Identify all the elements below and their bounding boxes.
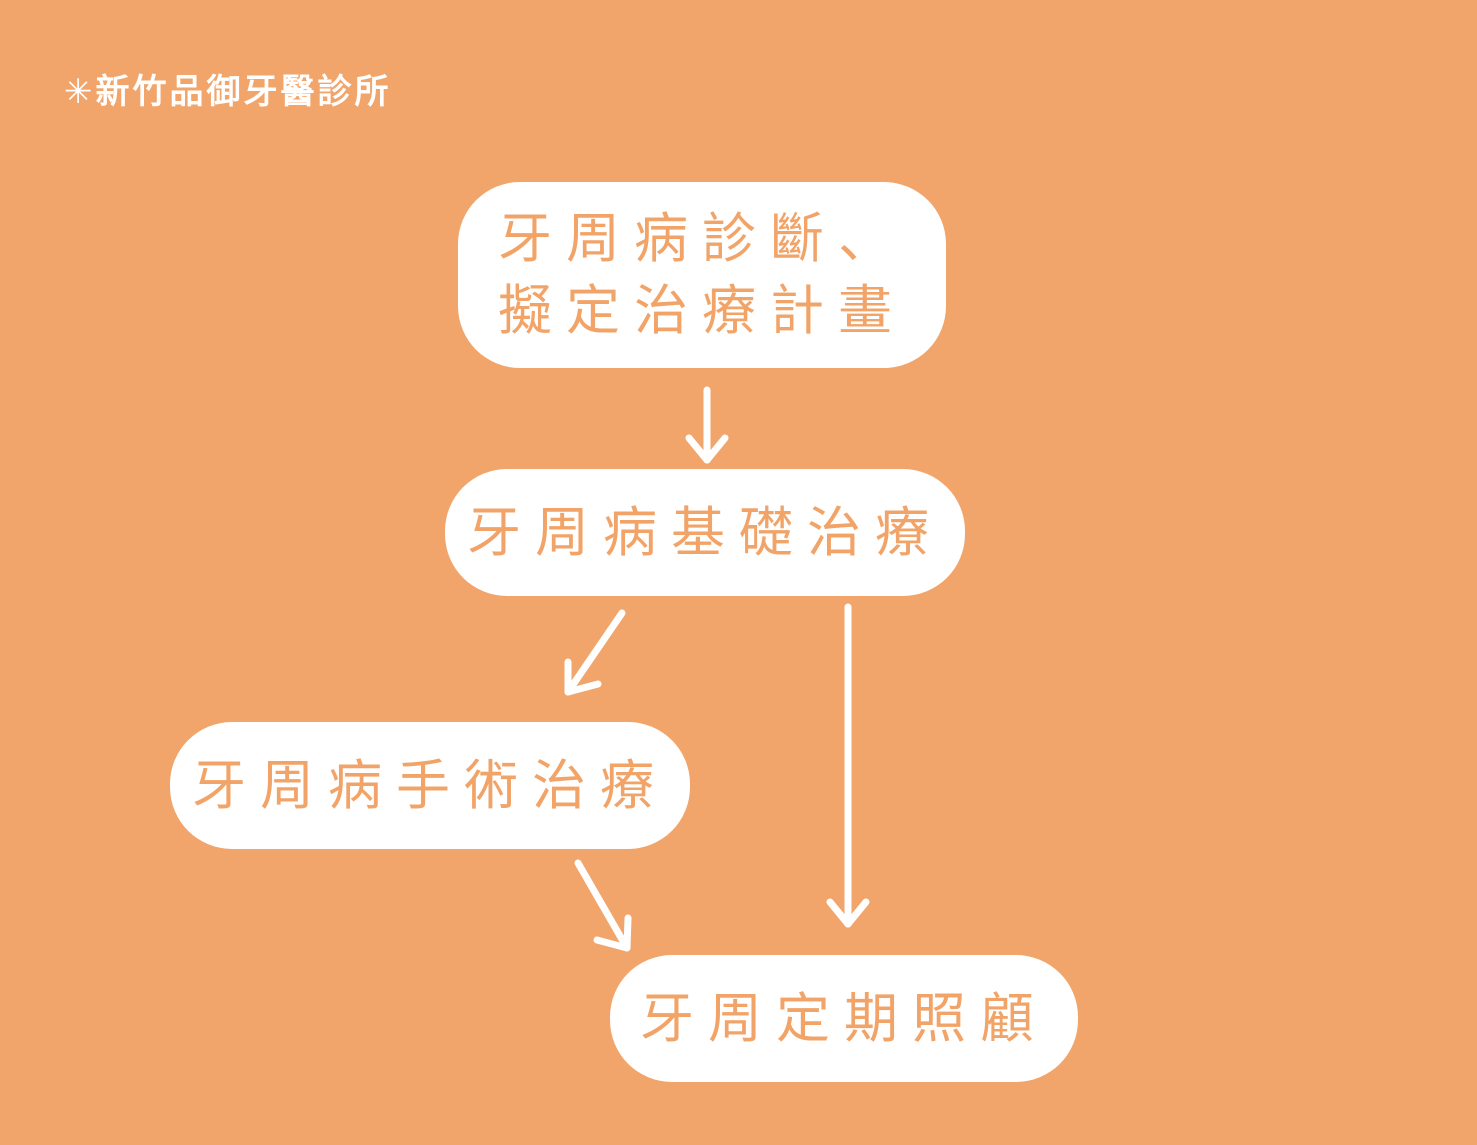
- clinic-name: 新竹品御牙醫診所: [95, 72, 392, 112]
- step-surgical-treatment: 牙周病手術治療: [170, 722, 690, 849]
- arrow-basic-to-periodic: [826, 603, 870, 928]
- step-diagnosis-planning: 牙周病診斷、 擬定治療計畫: [458, 182, 946, 368]
- step-label-line: 擬定治療計畫: [498, 279, 906, 342]
- step-periodic-care: 牙周定期照顧: [610, 955, 1078, 1082]
- asterisk-icon: ✳: [64, 72, 96, 112]
- clinic-logo: ✳新竹品御牙醫診所: [64, 64, 392, 113]
- step-label-line: 牙周病診斷、: [498, 207, 906, 270]
- arrow-basic-to-surgical: [564, 609, 626, 696]
- arrow-surgical-to-periodic: [574, 859, 632, 952]
- arrow-diagnosis-to-basic: [685, 386, 729, 464]
- step-label: 牙周病手術治療: [192, 753, 668, 817]
- step-basic-treatment: 牙周病基礎治療: [445, 469, 965, 596]
- step-label: 牙周定期照顧: [640, 986, 1048, 1050]
- step-label: 牙周病基礎治療: [467, 500, 943, 564]
